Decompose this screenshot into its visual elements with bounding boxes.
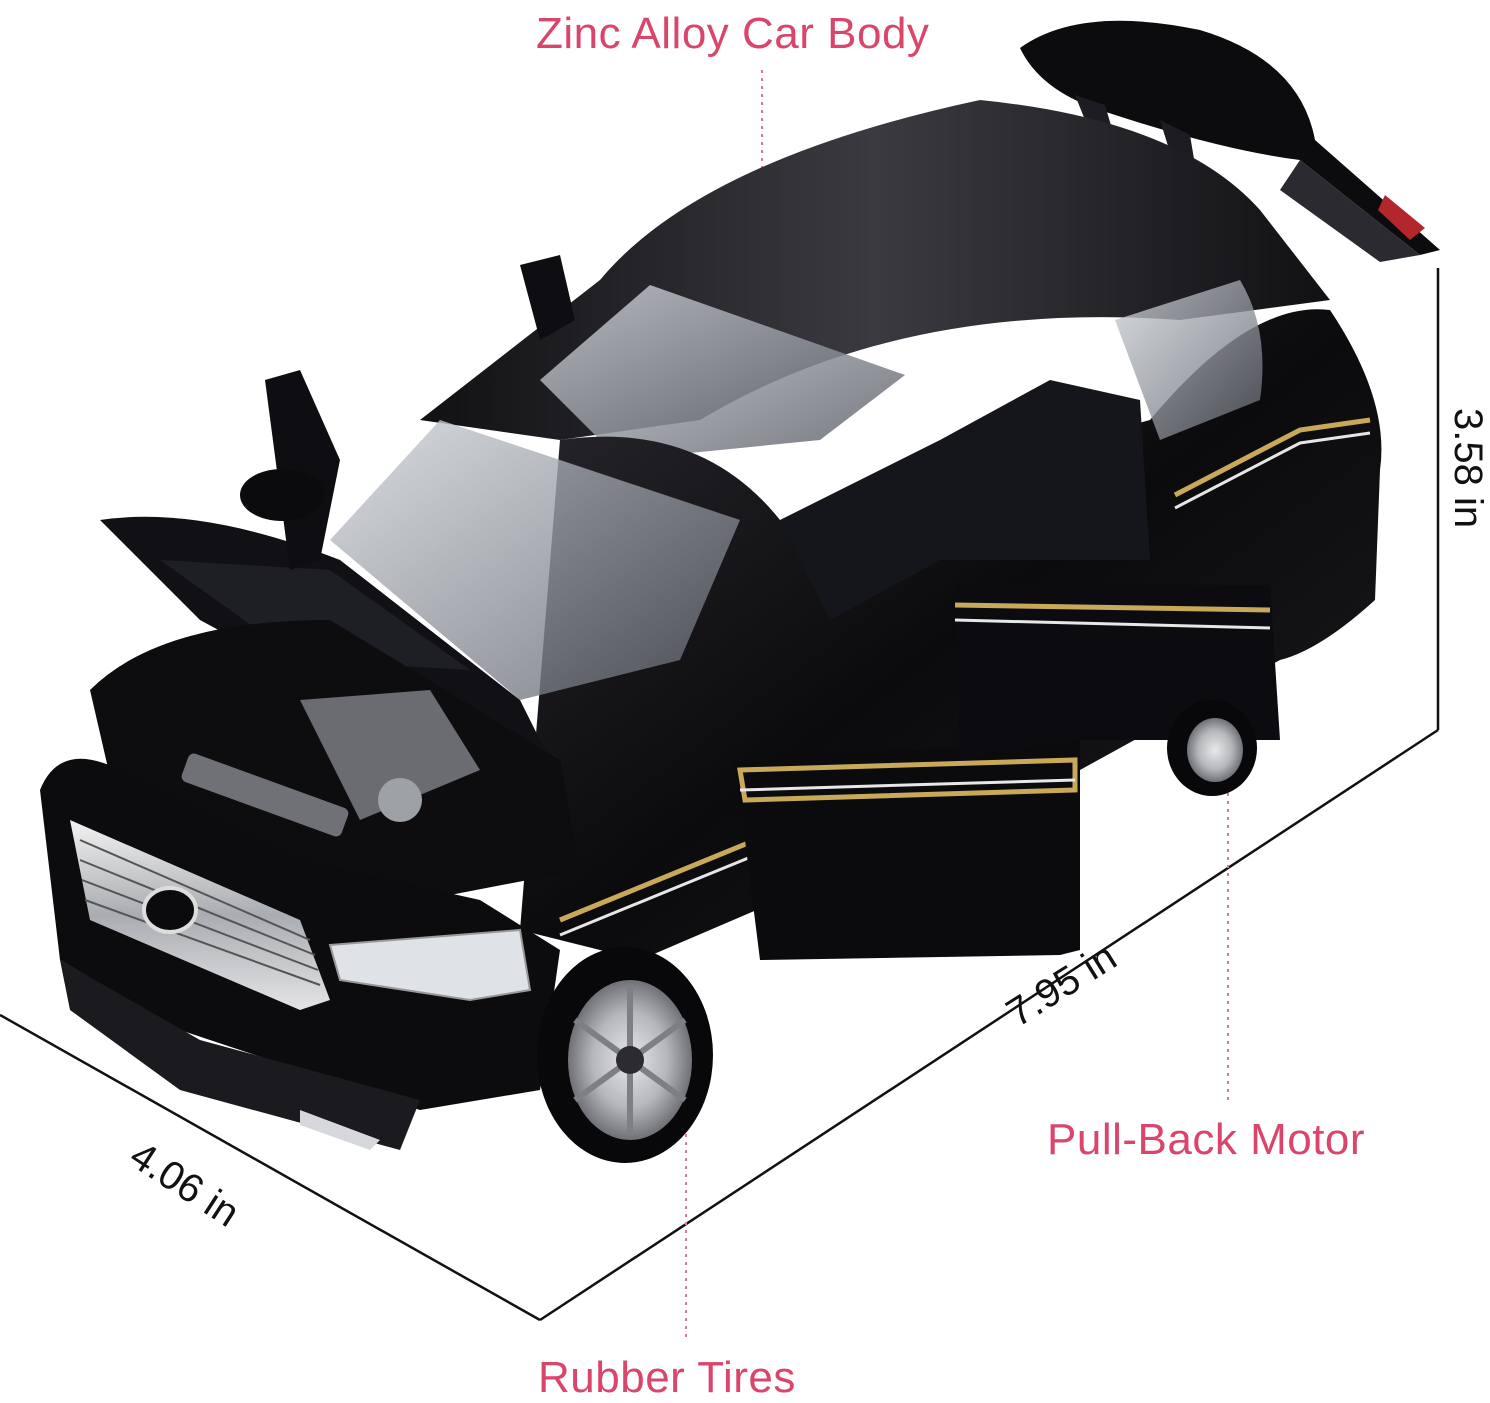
front-wheel [537,947,713,1163]
callout-motor: Pull-Back Motor [1047,1115,1366,1164]
car-body [40,100,1382,1150]
rear-wheel [1167,700,1257,796]
callout-body: Zinc Alloy Car Body [536,9,930,58]
logo-emblem [142,886,198,934]
leader-lines [685,70,1229,1342]
open-doors [240,255,1280,960]
callout-tires: Rubber Tires [538,1353,796,1402]
depth-line [0,1013,541,1322]
dimension-lines [0,268,1440,1322]
width-line [539,728,1439,1322]
dimension-height: 3.58 in [1446,408,1490,529]
